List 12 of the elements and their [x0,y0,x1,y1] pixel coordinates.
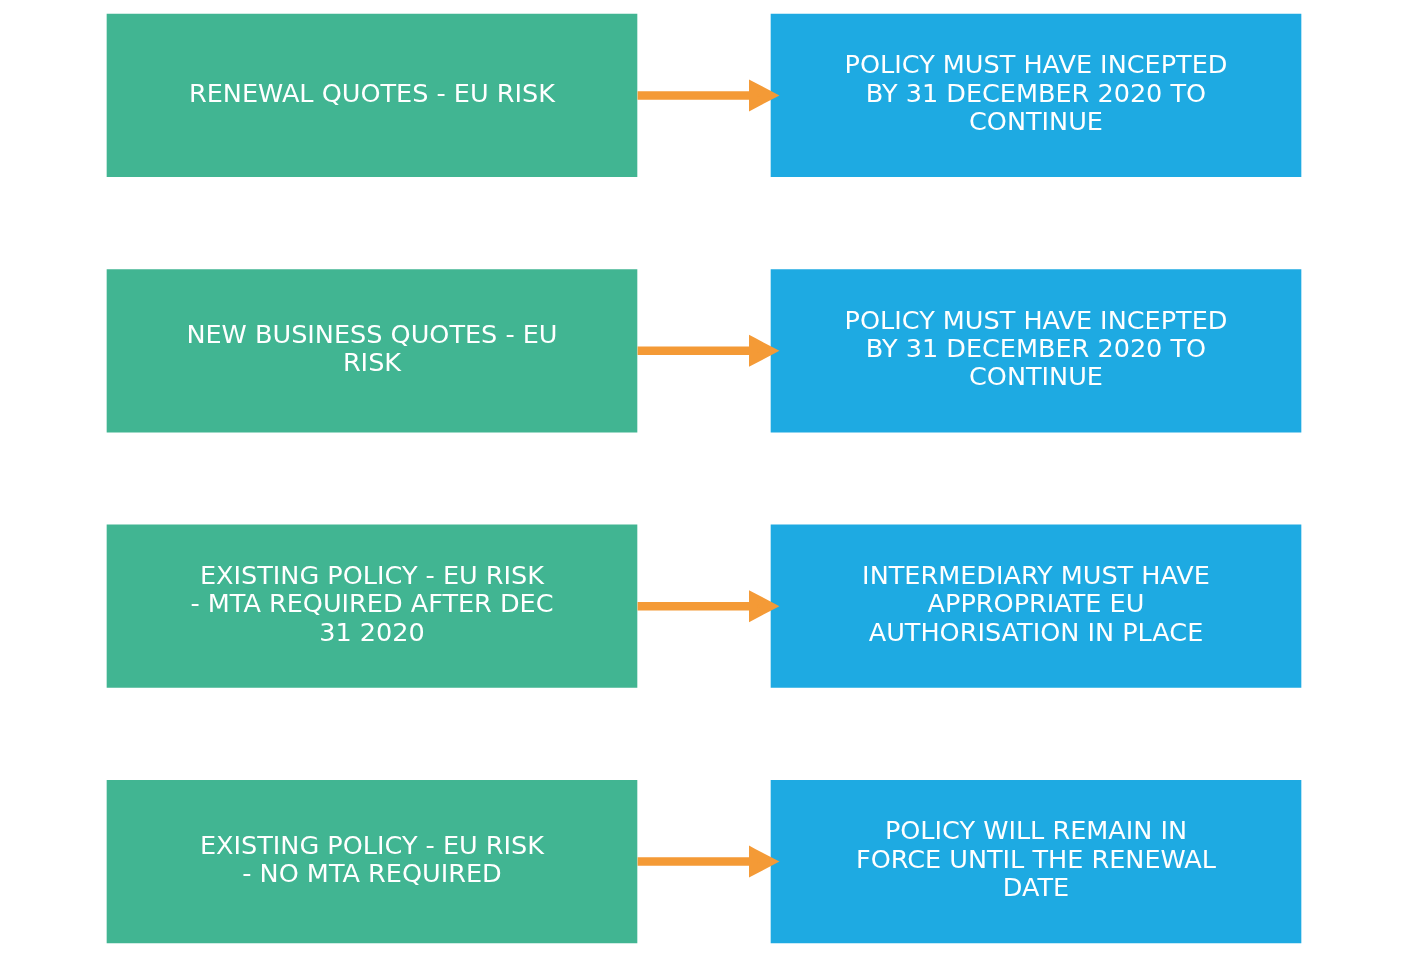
node-box: EXISTING POLICY - EU RISK - NO MTA REQUIRED [106,780,638,944]
node-box: RENEWAL QUOTES - EU RISK [106,13,638,177]
node-box: NEW BUSINESS QUOTES - EU RISK [106,269,638,433]
arrow [637,334,780,367]
node-box: POLICY MUST HAVE INCEPTED BY 31 DECEMBER 2020 TO CONTINUE [770,269,1302,433]
arrow [637,845,780,878]
arrow [637,590,780,623]
node-box: POLICY MUST HAVE INCEPTED BY 31 DECEMBER 2020 TO CONTINUE [770,13,1302,177]
node-box: INTERMEDIARY MUST HAVE APPROPRIATE EU AUTHORISATION IN PLACE [770,524,1302,688]
node-box: EXISTING POLICY - EU RISK - MTA REQUIRED AFTER DEC 31 2020 [106,524,638,688]
arrow [637,79,780,112]
node-box: POLICY WILL REMAIN IN FORCE UNTIL THE RENEWAL DATE [770,780,1302,944]
